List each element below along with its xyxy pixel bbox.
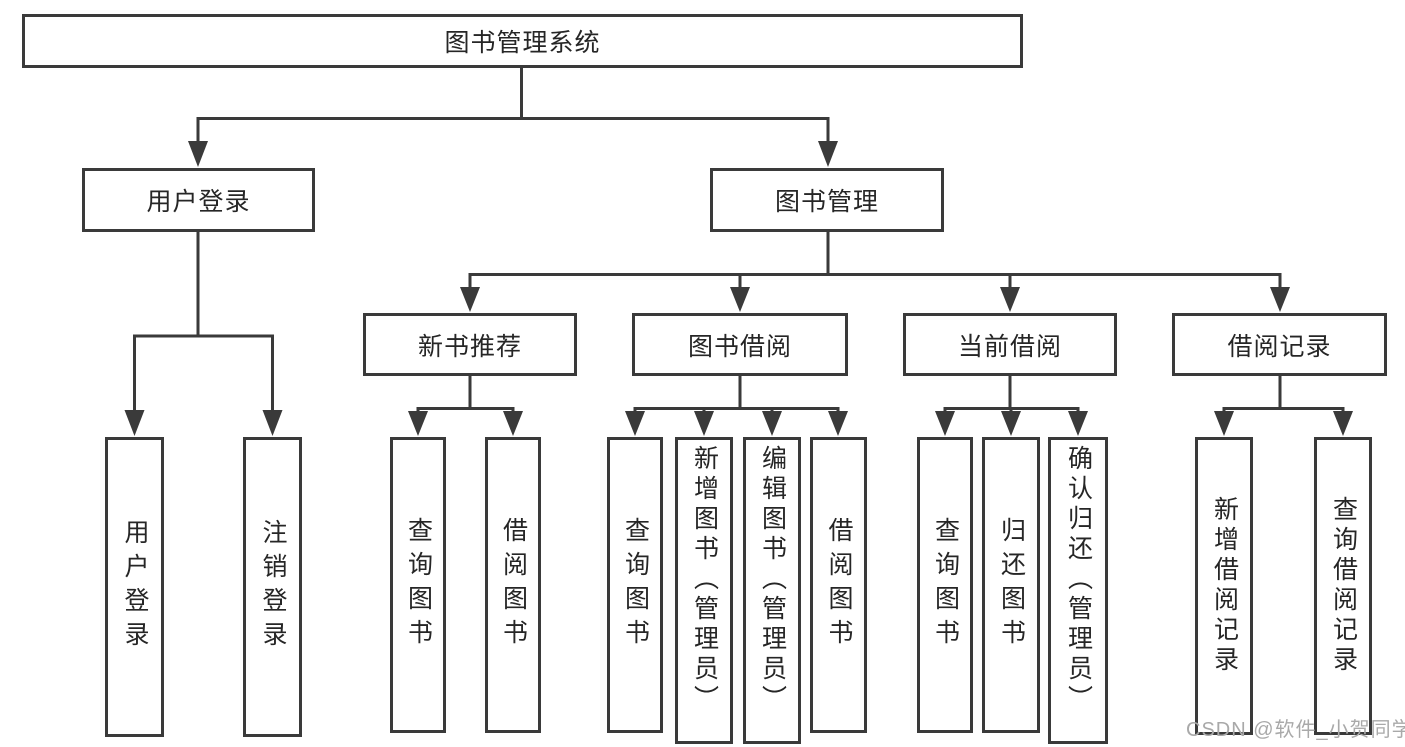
- leaf-user-login: 用户登录: [105, 437, 164, 737]
- node-label: 用户登录: [146, 188, 251, 216]
- leaf-label: 查询图书: [621, 517, 650, 653]
- leaf-query-books-recommend: 查询图书: [390, 437, 446, 733]
- node-new-book-recommend: 新书推荐: [363, 313, 577, 376]
- watermark: CSDN @软件_小贺同学: [1186, 719, 1405, 741]
- arrowhead-icons: [124, 141, 1353, 436]
- leaf-label: 借阅图书: [499, 517, 528, 653]
- node-book-management: 图书管理: [710, 168, 944, 232]
- leaf-confirm-return-admin: 确认归还（管理员）: [1048, 437, 1108, 744]
- node-borrowing-records: 借阅记录: [1172, 313, 1387, 376]
- leaf-label: 确认归还（管理员）: [1064, 445, 1093, 715]
- leaf-label: 编辑图书（管理员）: [758, 445, 787, 715]
- node-label: 图书管理系统: [444, 29, 601, 57]
- node-label: 图书借阅: [687, 332, 792, 361]
- node-label: 新书推荐: [417, 332, 522, 361]
- leaf-label: 用户登录: [121, 519, 149, 655]
- node-label: 当前借阅: [957, 332, 1062, 361]
- leaf-label: 注销登录: [259, 519, 287, 655]
- node-label: 图书管理: [774, 188, 879, 216]
- node-current-borrowing: 当前借阅: [903, 313, 1117, 376]
- leaf-label: 新增图书（管理员）: [690, 445, 719, 715]
- leaf-borrow-books-borrowing: 借阅图书: [810, 437, 867, 733]
- node-book-management-system: 图书管理系统: [22, 14, 1023, 68]
- node-book-borrowing: 图书借阅: [632, 313, 848, 376]
- leaf-label: 借阅图书: [825, 517, 853, 653]
- leaf-label: 查询图书: [404, 517, 433, 653]
- leaf-query-books-borrowing: 查询图书: [607, 437, 663, 733]
- leaf-logout: 注销登录: [243, 437, 302, 737]
- leaf-return-book: 归还图书: [982, 437, 1040, 733]
- leaf-label: 新增借阅记录: [1210, 496, 1239, 676]
- leaf-label: 归还图书: [997, 517, 1026, 653]
- leaf-add-book-admin: 新增图书（管理员）: [675, 437, 733, 744]
- leaf-query-borrow-record: 查询借阅记录: [1314, 437, 1372, 735]
- leaf-add-borrow-record: 新增借阅记录: [1195, 437, 1253, 735]
- leaf-label: 查询借阅记录: [1329, 496, 1358, 676]
- leaf-query-books-current: 查询图书: [917, 437, 973, 733]
- leaf-label: 查询图书: [931, 517, 960, 653]
- node-user-login: 用户登录: [82, 168, 315, 232]
- leaf-borrow-books-recommend: 借阅图书: [485, 437, 541, 733]
- leaf-edit-book-admin: 编辑图书（管理员）: [743, 437, 801, 744]
- node-label: 借阅记录: [1227, 332, 1332, 361]
